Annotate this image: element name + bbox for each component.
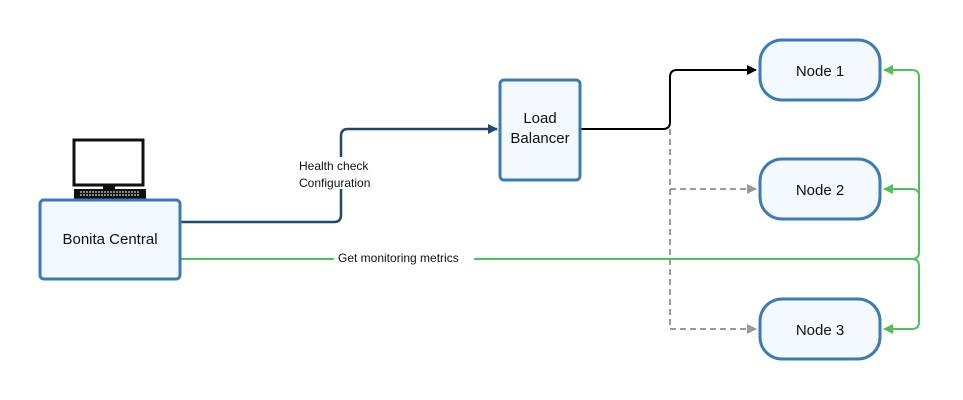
edge-label-health-check: Health check (299, 159, 369, 173)
node-load-balancer[interactable]: Load Balancer (498, 78, 582, 182)
node-label-load-balancer-line2: Balancer (510, 130, 569, 147)
node-label-bonita-central: Bonita Central (62, 231, 157, 248)
computer-icon (72, 138, 146, 199)
node-label-load-balancer-line1: Load (523, 110, 556, 127)
edge-loadbalancer-to-node3 (669, 189, 757, 334)
edge-label-background (334, 250, 474, 266)
node-1[interactable]: Node 1 (758, 38, 882, 102)
edge-label-background (296, 157, 384, 189)
node-3[interactable]: Node 3 (758, 297, 882, 361)
node-bonita-central[interactable]: Bonita Central (38, 198, 182, 281)
node-label-node3: Node 3 (796, 322, 844, 339)
edge-monitoring-node2 (883, 184, 920, 197)
edge-label-monitoring: Get monitoring metrics (338, 251, 459, 265)
edge-loadbalancer-to-node2 (669, 129, 757, 194)
edge-label-configuration: Configuration (299, 176, 370, 190)
edge-loadbalancer-to-node1 (581, 65, 757, 130)
node-label-node2: Node 2 (796, 182, 844, 199)
edge-monitoring-node3 (883, 258, 920, 334)
node-label-node1: Node 1 (796, 63, 844, 80)
node-2[interactable]: Node 2 (758, 157, 882, 221)
